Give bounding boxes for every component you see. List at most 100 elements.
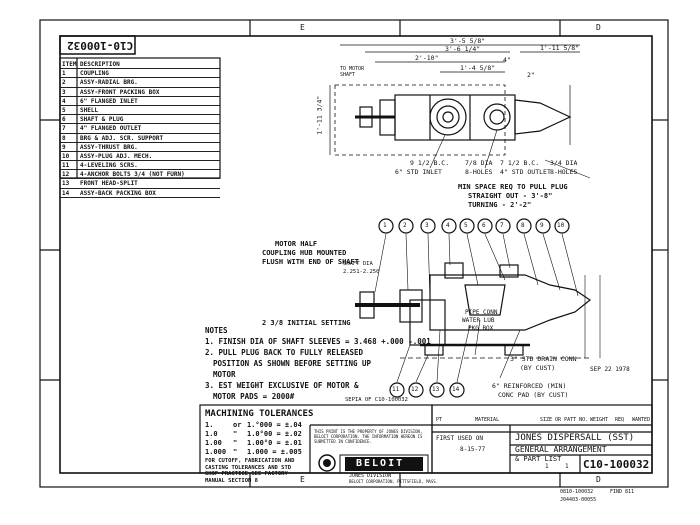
corner-number-box [59, 35, 136, 55]
note-line: 3. EST WEIGHT EXCLUSIVE OF MOTOR & [205, 381, 359, 390]
shaft-size-label: 2.251-2.250 [343, 269, 380, 275]
tb-weight-header: WEIGHT [590, 417, 609, 423]
grid-letter-e-top: E [300, 23, 305, 32]
callout-12: 12 [411, 386, 419, 393]
part-desc: ASSY-THRUST BRG. [80, 143, 138, 151]
part-desc: 4-LEVELING SCRS. [80, 162, 138, 170]
tb-material-header: MATERIAL [475, 417, 500, 423]
tb-req-header: REQ [615, 417, 625, 423]
tol-value: 1.000 [205, 448, 227, 456]
callout-9: 9 [540, 222, 544, 229]
find-number: FIND 811 [610, 489, 635, 495]
tol-footer: SHOP PRACTICE SEE FACTORY [205, 471, 288, 477]
company-name: BELOIT [356, 458, 405, 469]
callout-6: 6 [482, 222, 486, 229]
conc-pad-label: CONC PAD (BY CUST) [498, 391, 569, 399]
grid-letter-e-bottom: E [300, 475, 305, 484]
beloit-seal-icon [318, 454, 336, 472]
top-view [329, 44, 591, 179]
tol-footer: CASTING TOLERANCES AND STD [205, 464, 292, 471]
callout-4: 4 [446, 222, 450, 229]
beloit-logo-bar [345, 457, 423, 471]
reinforced-label: 6" REINFORCED (MIN) [492, 382, 567, 390]
outlet-bolt-circle: 7 1/2 B.C. [500, 159, 540, 167]
outer-border [39, 19, 669, 488]
coupling-hub-label: COUPLING HUB MOUNTED [262, 249, 347, 257]
dim-overall: 3'-5 5/8" [450, 37, 486, 45]
parts-row: 2 ASSY-RADIAL BRG. [60, 78, 220, 88]
tb-wanted-header: WANTED [632, 417, 651, 423]
callout-8: 8 [521, 222, 525, 229]
inlet-bolt-circle: 9 1/2 B.C. [410, 159, 450, 167]
parts-list-frame [59, 57, 221, 179]
callout-7: 7 [500, 222, 504, 229]
tb-pt-header: PT [436, 417, 443, 423]
straight-out-note: STRAIGHT OUT - 3'-8" [468, 192, 553, 200]
part-desc: ASSY-RADIAL BRG. [80, 79, 138, 87]
outlet-holes: 8-HOLES [550, 168, 578, 176]
tol-footer: FOR CUTOFF, FABRICATION AND [205, 458, 295, 464]
part-no: 11 [62, 162, 70, 170]
inlet-holes: 8-HOLES [465, 168, 493, 176]
title-block [431, 404, 653, 474]
tol-range: 1.0°00 = ±.02 [247, 430, 302, 438]
tol-or: or [233, 421, 242, 429]
division-name: JONES DIVISION [349, 473, 392, 479]
part-no: 7 [62, 125, 66, 133]
part-desc: ASSY-PLUG ADJ. MECH. [80, 152, 153, 160]
callout-11: 11 [392, 386, 400, 393]
turning-note: TURNING - 2'-2" [468, 201, 532, 209]
parts-row: 11 4-LEVELING SCRS. [60, 161, 220, 171]
part-desc: FRONT HEAD-SPLIT [80, 180, 138, 188]
part-callout-circles [378, 218, 570, 398]
note-line: POSITION AS SHOWN BEFORE SETTING UP [213, 359, 372, 368]
callout-14: 14 [452, 386, 460, 393]
dim-inlet-span: 2'-10" [415, 54, 439, 62]
bottom-code-1: 0810-100032 [560, 489, 594, 495]
note-line: 1. FINISH DIA OF SHAFT SLEEVES = 3.468 +… [205, 337, 431, 346]
description-header: DESCRIPTION [80, 61, 120, 68]
date-stamp: SEP 22 1978 [590, 366, 630, 373]
callout-3: 3 [425, 222, 429, 229]
outlet-std: 4" STD OUTLET [500, 168, 551, 176]
corner-drawing-number: C10-100032 [67, 39, 134, 52]
grid-letter-d-top: D [596, 23, 601, 32]
tolerance-row: 1.0"1.0°00 = ±.02 [205, 430, 435, 439]
tol-footer: MANUAL SECTION 8 [205, 477, 258, 484]
part-desc: ASSY-BACK PACKING BOX [80, 189, 156, 197]
pipe-conn-label: PIPE CONN [465, 309, 498, 316]
sepia-note: SEPIA OF C10-100032 [345, 397, 408, 403]
part-desc: 4-ANCHOR BOLTS 3/4 (NOT FURN) [80, 171, 185, 179]
motor-half-label: MOTOR HALF [275, 240, 318, 248]
parts-row: 9 ASSY-THRUST BRG. [60, 143, 220, 152]
part-no: 4 [62, 97, 66, 105]
tol-or: " [233, 439, 238, 447]
tb-size-header: SIZE OR PATT NO. [540, 417, 589, 423]
drawing-date: 8-15-77 [460, 446, 486, 453]
sheet-value: 1 [545, 463, 549, 470]
part-no: 9 [62, 143, 66, 151]
initial-setting-label: 2 3/8 INITIAL SETTING [262, 319, 351, 327]
tol-range: 1.00°0 = ±.01 [247, 439, 302, 447]
flush-with-label: FLUSH WITH END OF SHAFT [262, 258, 359, 266]
note-line: MOTOR [213, 370, 236, 379]
parts-list-header: ITEM DESCRIPTION [60, 60, 220, 70]
part-no: 2 [62, 79, 66, 87]
part-desc: 6" FLANGED INLET [80, 97, 138, 105]
tol-value: 1.0 [205, 430, 218, 438]
property-notice: THIS PRINT IS THE PROPERTY OF JONES DIVI… [314, 429, 423, 444]
to-motor-shaft: TO MOTOR SHAFT [340, 66, 365, 78]
callout-10: 10 [557, 222, 565, 229]
part-no: 14 [62, 189, 70, 197]
division-sub: BELOIT CORPORATION, PITTSFIELD, MASS. [349, 479, 439, 484]
pkg-box-label: PKG BOX [468, 325, 494, 332]
